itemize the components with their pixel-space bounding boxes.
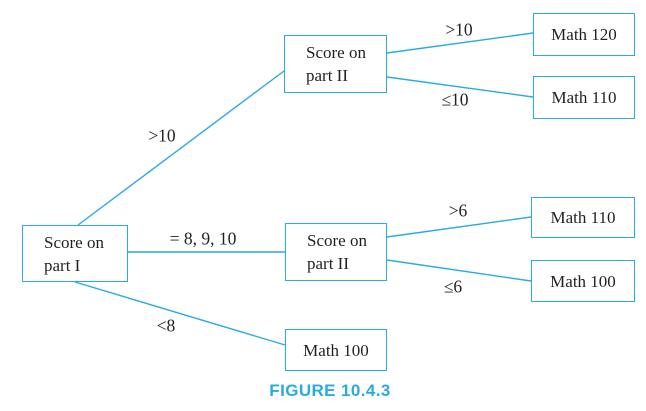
- edge-line-part2top-to-math120: [386, 32, 534, 54]
- edge-label-part2mid-to-math100: ≤6: [443, 276, 463, 297]
- leaf-node-math-120: Math 120: [533, 13, 635, 56]
- leaf-label: Math 110: [551, 88, 617, 107]
- leaf-node-math-110-top: Math 110: [533, 76, 635, 119]
- leaf-label: Math 120: [551, 25, 617, 44]
- edge-label-part2top-to-math120: >10: [445, 19, 473, 40]
- node-label-line2: part II: [307, 254, 350, 273]
- leaf-label: Math 100: [550, 271, 616, 291]
- decision-node-score-part2-top: Score on part II: [284, 35, 387, 93]
- edge-line-root-to-math100-bottom: [74, 281, 286, 346]
- node-label-line1: Score on: [306, 43, 366, 62]
- decision-node-score-part2-mid: Score on part II: [285, 223, 387, 281]
- node-label-line2: part II: [306, 66, 349, 85]
- edge-label-part2mid-to-math110: >6: [448, 200, 468, 221]
- edge-label-root-to-part2-mid: = 8, 9, 10: [169, 228, 237, 249]
- node-label-line1: Score on: [307, 231, 367, 250]
- leaf-node-math-110-mid: Math 110: [531, 197, 635, 238]
- leaf-node-math-100-mid: Math 100: [531, 260, 635, 302]
- edge-line-part2mid-to-math100: [386, 259, 532, 282]
- node-label-line2: part I: [44, 255, 81, 275]
- leaf-node-math-100-bottom: Math 100: [285, 329, 387, 371]
- decision-node-score-part1: Score on part I: [22, 225, 128, 282]
- node-label-line1: Score on: [44, 232, 104, 252]
- edge-label-part2top-to-math110: ≤10: [441, 89, 469, 110]
- edge-line-part2mid-to-math110: [386, 216, 532, 238]
- leaf-label: Math 110: [550, 208, 616, 227]
- figure-caption: FIGURE 10.4.3: [269, 381, 391, 400]
- edge-line-part2top-to-math110: [386, 76, 534, 98]
- edge-label-root-to-math100-bottom: <8: [156, 315, 176, 336]
- edge-line-root-to-part2-top: [77, 70, 285, 226]
- edge-label-root-to-part2-top: >10: [148, 125, 176, 146]
- leaf-label: Math 100: [303, 340, 369, 360]
